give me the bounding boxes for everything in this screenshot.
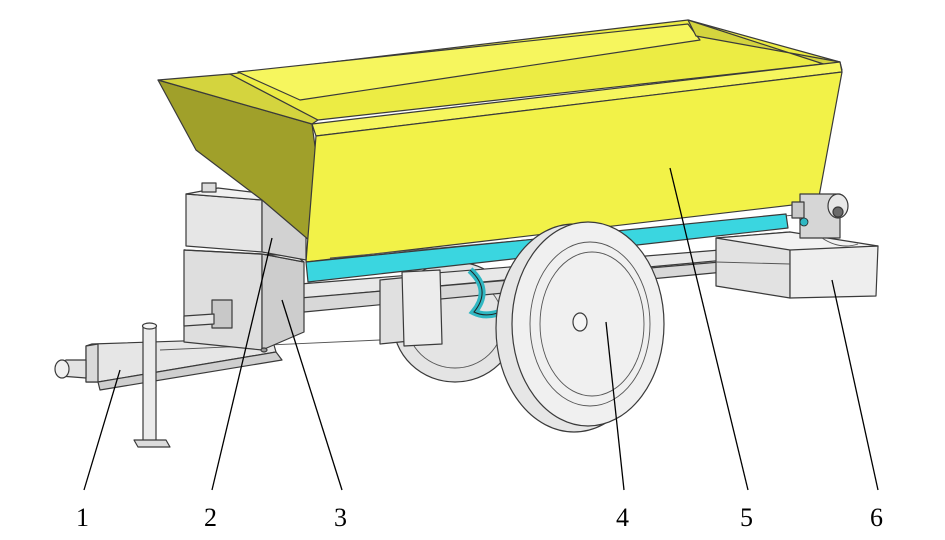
label-3: 3	[334, 503, 347, 532]
jack-stand	[133, 322, 171, 448]
pto-flange	[211, 299, 233, 329]
leader-2	[211, 237, 273, 491]
leader-1	[83, 369, 121, 491]
label-1: 1	[76, 503, 89, 532]
leader-4	[605, 321, 625, 491]
leader-6	[831, 279, 879, 491]
pto-shaft	[183, 313, 215, 327]
gearbox	[183, 249, 305, 353]
hopper	[157, 19, 843, 263]
leader-3	[281, 299, 343, 491]
label-2: 2	[204, 503, 217, 532]
spinner-housing	[715, 193, 879, 299]
wheel-hub	[572, 312, 588, 332]
front-wheel	[495, 221, 665, 433]
label-6: 6	[870, 503, 883, 532]
part-labels: 1 2 3 4 5 6	[76, 503, 883, 532]
tank-cap	[201, 182, 217, 193]
leader-lines	[83, 167, 879, 491]
leader-5	[669, 167, 749, 491]
label-4: 4	[616, 503, 629, 532]
label-5: 5	[740, 503, 753, 532]
